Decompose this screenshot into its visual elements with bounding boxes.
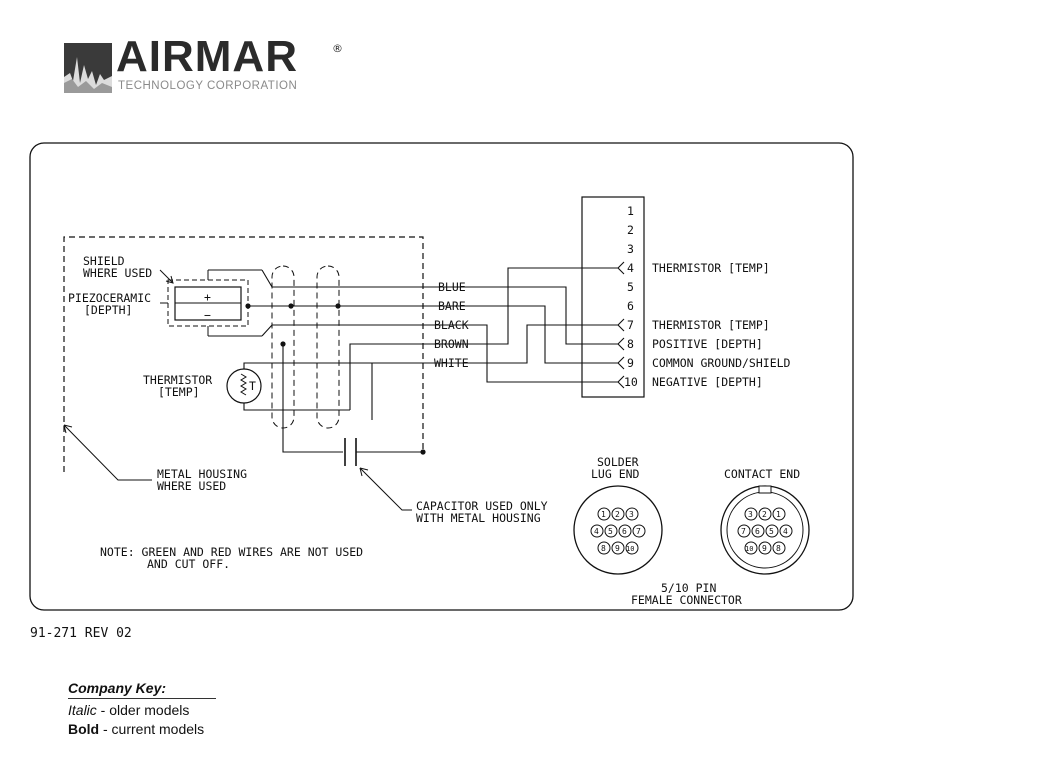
pin-6: 6 (627, 299, 634, 313)
capacitor-label-2: WITH METAL HOUSING (416, 511, 541, 525)
route-white-to-7 (478, 324, 618, 364)
sonar-wave-icon (64, 43, 112, 93)
route-black-to-10 (478, 324, 618, 383)
svg-text:5: 5 (769, 527, 774, 536)
svg-text:9: 9 (615, 544, 620, 553)
route-blue-to-8 (478, 286, 618, 345)
svg-text:1: 1 (601, 510, 606, 519)
connector-label-2: FEMALE CONNECTOR (631, 593, 742, 607)
svg-text:3: 3 (629, 510, 634, 519)
wire-label-brown: BROWN (434, 337, 469, 351)
pin-8: 8 (627, 337, 634, 351)
piezo-plus: + (204, 290, 211, 304)
key-bold-word: Bold (68, 721, 100, 737)
brand-name: AIRMAR (116, 32, 298, 81)
svg-text:1: 1 (776, 510, 781, 519)
svg-text:7: 7 (741, 527, 746, 536)
solder-lug-connector (573, 485, 663, 575)
note-line-2: AND CUT OFF. (147, 557, 230, 571)
svg-text:8: 8 (776, 544, 781, 553)
cable-shield-oval-2 (316, 265, 340, 429)
wire-label-black: BLACK (434, 318, 469, 332)
wire-blue (261, 269, 478, 288)
note-line-1: NOTE: GREEN AND RED WIRES ARE NOT USED (100, 545, 363, 559)
svg-text:10: 10 (626, 545, 634, 553)
housing-leader (63, 424, 152, 481)
brand-subtitle: TECHNOLOGY CORPORATION (118, 80, 298, 92)
pin-5: 5 (627, 280, 634, 294)
wire-label-bare: BARE (438, 299, 466, 313)
key-bold-desc: - current models (99, 721, 205, 737)
housing-label-2: WHERE USED (157, 479, 226, 493)
thermistor-label-1: THERMISTOR (143, 373, 212, 387)
svg-text:2: 2 (762, 510, 767, 519)
ground-drain (282, 344, 343, 453)
svg-text:7: 7 (636, 527, 641, 536)
key-italic-desc: - older models (96, 702, 190, 718)
connector-label-1: 5/10 PIN (661, 581, 716, 595)
svg-text:6: 6 (622, 527, 627, 536)
company-key: Company Key: Italic - older models Bold … (68, 680, 216, 739)
pin-10: 10 (624, 375, 638, 389)
pin-4: 4 (627, 261, 634, 275)
key-row-italic: Italic - older models (68, 701, 216, 720)
housing-label-1: METAL HOUSING (157, 467, 247, 481)
svg-text:8: 8 (601, 544, 606, 553)
thermistor-label-2: [TEMP] (158, 385, 200, 399)
capacitor-label-1: CAPACITOR USED ONLY (416, 499, 548, 513)
contact-pin-grid: 3 2 1 7 6 5 4 10 9 8 (737, 507, 793, 555)
svg-text:10: 10 (745, 545, 753, 553)
pin-3: 3 (627, 242, 634, 256)
solder-label-1: SOLDER (597, 455, 639, 469)
airmar-logo: AIRMAR ® TECHNOLOGY CORPORATION (64, 32, 354, 100)
pin-9: 9 (627, 356, 634, 370)
pin-10-function: NEGATIVE [DEPTH] (652, 375, 763, 389)
pin-7-function: THERMISTOR [TEMP] (652, 318, 770, 332)
pin-4-function: THERMISTOR [TEMP] (652, 261, 770, 275)
pin-1: 1 (627, 204, 634, 218)
piezo-label-1: PIEZOCERAMIC (68, 291, 151, 305)
drawing-number: 91-271 REV 02 (30, 626, 132, 641)
pin-9-function: COMMON GROUND/SHIELD (652, 356, 791, 370)
wire-label-blue: BLUE (438, 280, 466, 294)
pin-2: 2 (627, 223, 634, 237)
wire-black (261, 324, 478, 337)
route-bare-to-9 (478, 305, 618, 364)
svg-text:4: 4 (783, 527, 788, 536)
company-key-title: Company Key: (68, 680, 216, 699)
key-row-bold: Bold - current models (68, 720, 216, 739)
wire-white (371, 362, 478, 420)
svg-text:2: 2 (615, 510, 620, 519)
svg-text:3: 3 (748, 510, 753, 519)
wire-label-white: WHITE (434, 356, 469, 370)
svg-text:4: 4 (594, 527, 599, 536)
solder-pin-grid: 1 2 3 4 5 6 7 8 9 10 (590, 507, 646, 555)
capacitor-leader (359, 467, 412, 511)
pin-7: 7 (627, 318, 634, 332)
svg-text:9: 9 (762, 544, 767, 553)
svg-text:5: 5 (608, 527, 613, 536)
registered-mark: ® (332, 42, 343, 55)
shield-label-1: SHIELD (83, 254, 125, 268)
connector-pin-block (581, 196, 645, 398)
pin-8-function: POSITIVE [DEPTH] (652, 337, 763, 351)
thermistor-t: T (249, 379, 256, 393)
contact-end-connector (720, 485, 810, 575)
diagram-frame (29, 142, 854, 611)
route-brown-to-4 (478, 267, 618, 345)
svg-text:6: 6 (755, 527, 760, 536)
contact-label: CONTACT END (724, 467, 800, 481)
wire-brown (349, 343, 478, 410)
solder-label-2: LUG END (591, 467, 640, 481)
key-italic-word: Italic (68, 702, 97, 718)
piezo-label-2: [DEPTH] (84, 303, 132, 317)
shield-label-2: WHERE USED (83, 266, 152, 280)
piezo-minus: − (204, 308, 211, 322)
